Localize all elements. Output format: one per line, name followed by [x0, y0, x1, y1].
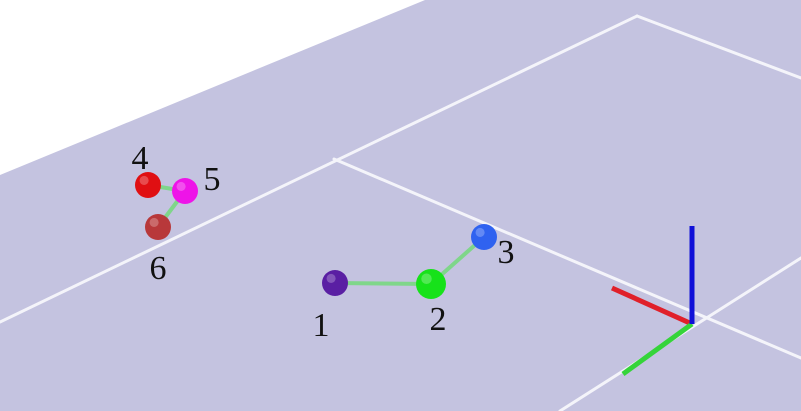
node-6-highlight [149, 217, 159, 227]
node-1-highlight [326, 273, 336, 284]
node-5[interactable] [172, 178, 198, 204]
y-axis [621, 321, 694, 377]
node-6[interactable] [145, 214, 171, 240]
node-label-5: 5 [204, 161, 221, 198]
node-label-2: 2 [430, 301, 447, 338]
node-3-highlight [475, 227, 485, 237]
x-axis [610, 285, 694, 327]
edge-1-2 [333, 281, 433, 286]
labels: 1 2 3 4 5 6 [132, 140, 515, 344]
node-4-highlight [139, 175, 149, 185]
coordinate-axes [610, 226, 695, 377]
node-label-1: 1 [313, 307, 330, 344]
ground-grid [0, 14, 801, 411]
node-5-highlight [176, 181, 186, 191]
grid-line [0, 14, 639, 324]
grid-line [332, 157, 801, 360]
nodes [135, 172, 497, 299]
node-label-4: 4 [132, 140, 149, 177]
node-1[interactable] [322, 270, 348, 296]
node-3[interactable] [471, 224, 497, 250]
node-label-6: 6 [150, 250, 167, 287]
node-2-highlight [421, 273, 432, 284]
node-label-3: 3 [498, 234, 515, 271]
node-4[interactable] [135, 172, 161, 198]
node-2[interactable] [416, 269, 446, 299]
grid-line [635, 14, 801, 80]
